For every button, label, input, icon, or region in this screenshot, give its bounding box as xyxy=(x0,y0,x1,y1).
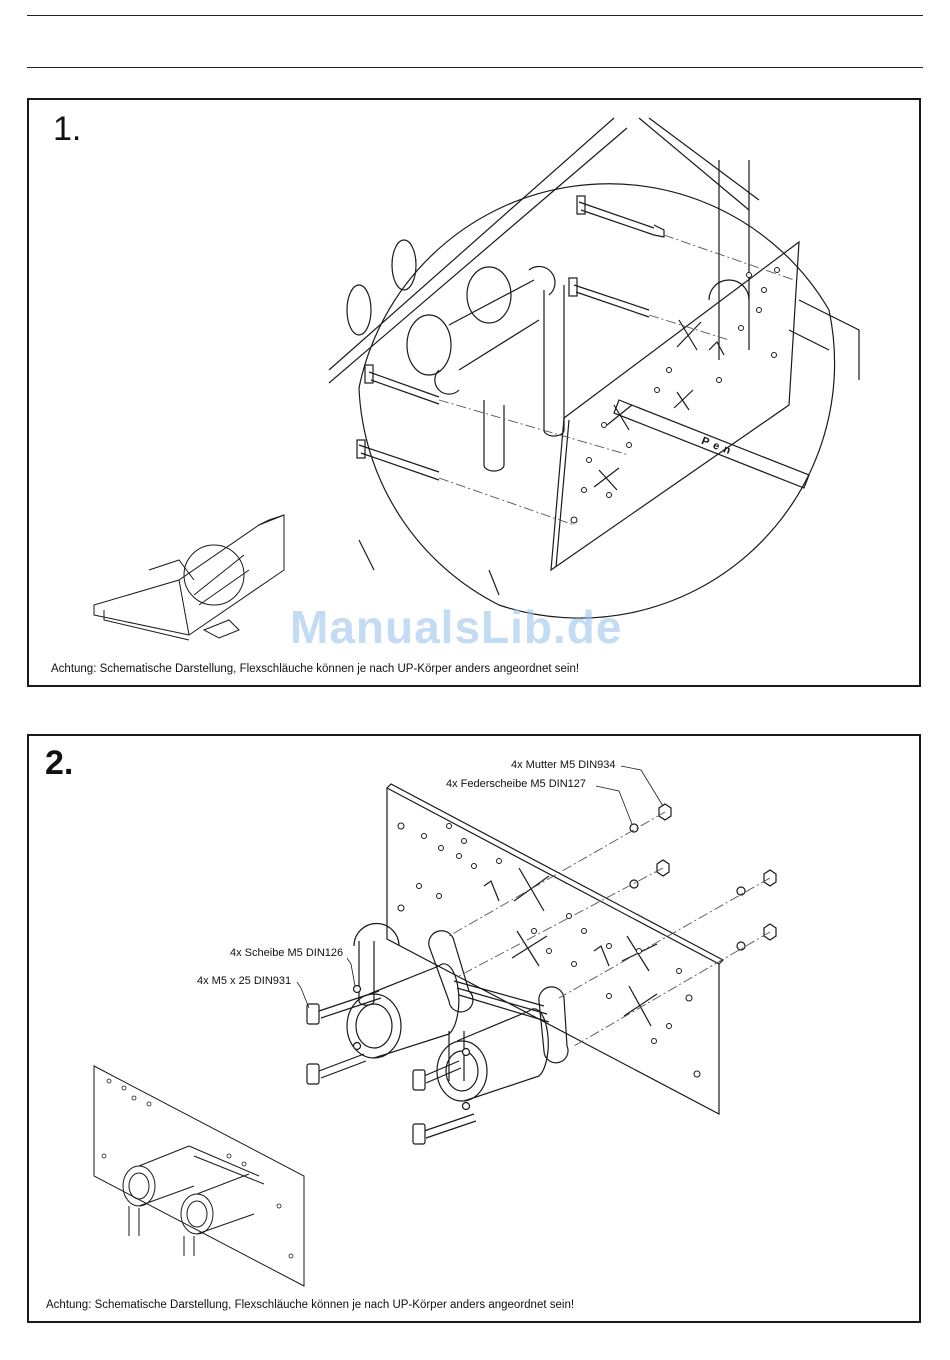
step-1-number: 1. xyxy=(53,110,82,148)
step-2-drawing xyxy=(93,765,777,1287)
step-1-note: Achtung: Schematische Darstellung, Flexs… xyxy=(51,663,580,675)
step-2-number: 2. xyxy=(45,744,74,782)
top-rule xyxy=(27,15,923,16)
step-2-panel: 2. xyxy=(27,734,921,1323)
washer-callout: 4x Scheibe M5 DIN126 xyxy=(230,947,344,959)
nut-callout: 4x Mutter M5 DIN934 xyxy=(511,759,616,771)
screw-callout: 4x M5 x 25 DIN931 xyxy=(197,975,292,987)
watermark: ManualsLib.de xyxy=(290,601,623,653)
step-1-drawing xyxy=(93,117,860,641)
step-1-panel: 1. xyxy=(27,98,921,687)
spring-washer-callout: 4x Federscheibe M5 DIN127 xyxy=(446,778,587,790)
header-rule xyxy=(27,67,923,68)
step-2-note: Achtung: Schematische Darstellung, Flexs… xyxy=(46,1299,575,1311)
